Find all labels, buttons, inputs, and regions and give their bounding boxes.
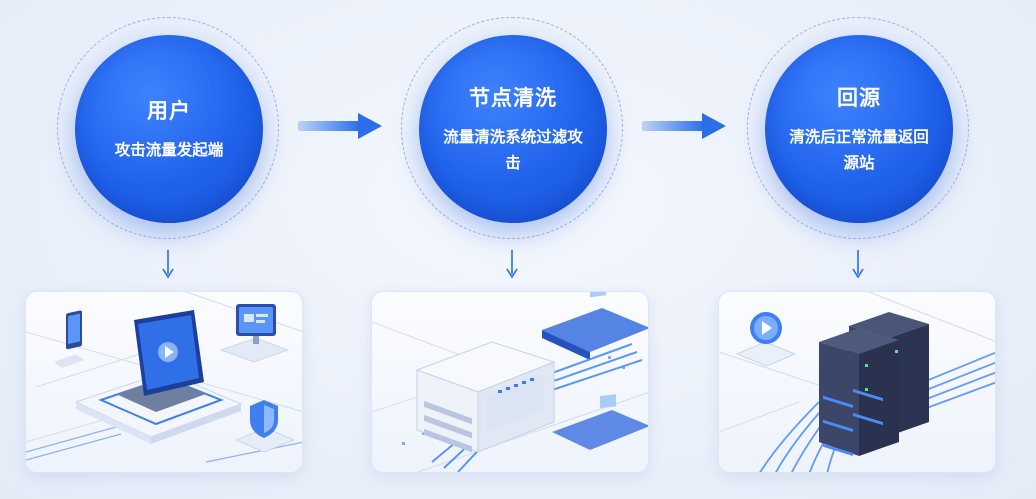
- step-3-ring: 回源 清洗后正常流量返回源站: [747, 17, 969, 239]
- phone-icon: [54, 310, 84, 368]
- laptop-icon: [74, 310, 243, 444]
- shield-icon: [234, 400, 296, 453]
- monitor-icon: [219, 304, 290, 363]
- user-panel: [25, 291, 303, 473]
- step-2-desc: 流量清洗系统过滤攻击: [443, 128, 583, 172]
- step-2-ring: 节点清洗 流量清洗系统过滤攻击: [401, 17, 623, 239]
- step-1-desc: 攻击流量发起端: [114, 141, 224, 159]
- step-3-circle: 回源 清洗后正常流量返回源站: [765, 35, 953, 223]
- server-box-icon: [415, 341, 556, 453]
- step-3-desc: 清洗后正常流量返回源站: [789, 128, 929, 172]
- arrow-right-icon: [298, 113, 382, 139]
- arrow-down-icon: [852, 250, 864, 279]
- play-icon: [735, 312, 797, 367]
- node-panel: [371, 291, 649, 473]
- server-rack-icon: [819, 312, 929, 456]
- arrow-down-icon: [162, 250, 174, 279]
- step-2-title: 节点清洗: [469, 86, 557, 110]
- step-1-circle: 用户 攻击流量发起端: [75, 35, 263, 223]
- arrow-down-icon: [506, 250, 518, 279]
- step-1-ring: 用户 攻击流量发起端: [57, 17, 279, 239]
- step-2-circle: 节点清洗 流量清洗系统过滤攻击: [419, 35, 607, 223]
- arrow-right-icon: [642, 113, 726, 139]
- origin-panel: [718, 291, 996, 473]
- chip-icon: [542, 292, 648, 450]
- step-1-title: 用户: [147, 99, 191, 123]
- step-3-title: 回源: [837, 86, 881, 110]
